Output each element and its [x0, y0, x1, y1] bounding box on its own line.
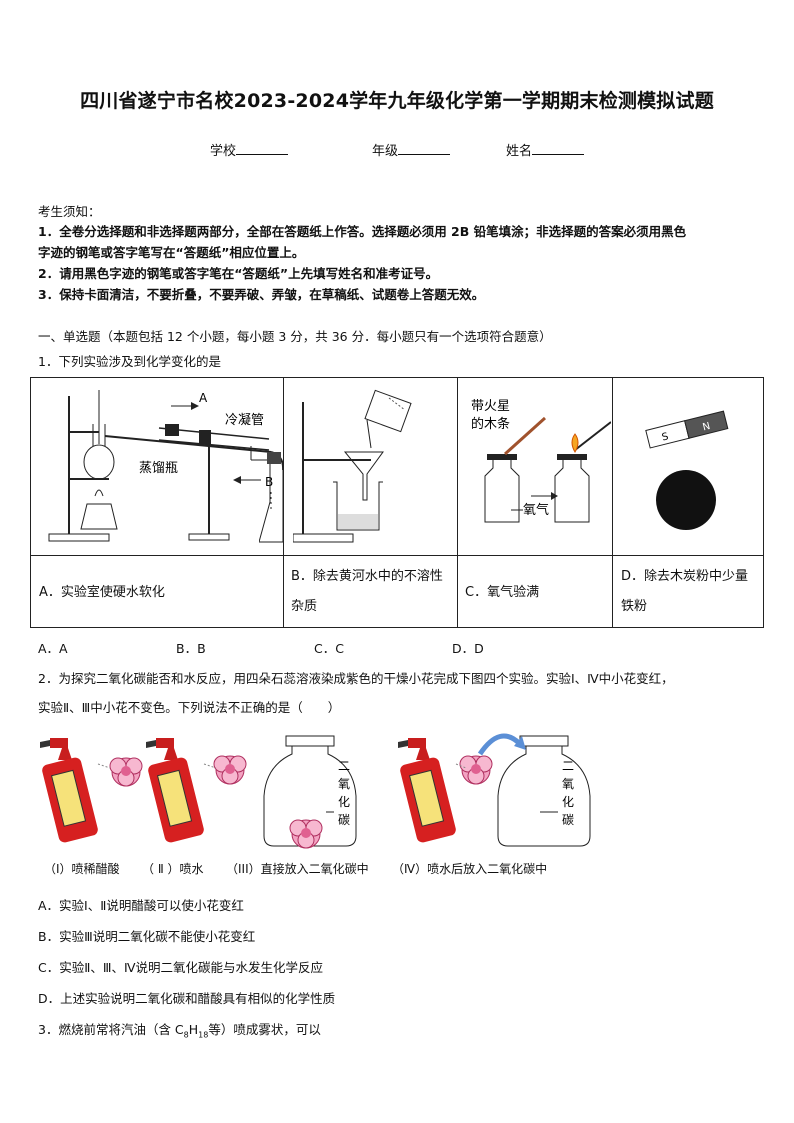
- label-flask: 蒸馏瓶: [139, 461, 178, 476]
- magnet-n-label: N: [702, 421, 712, 433]
- q2-caption-2: （ Ⅱ ）喷水: [142, 862, 204, 876]
- move-arrow-icon: [477, 733, 526, 756]
- q2-caption-3: （III）直接放入二氧化碳中: [226, 862, 369, 876]
- label-b: B: [265, 475, 273, 489]
- svg-text:碳: 碳: [562, 813, 574, 827]
- school-field[interactable]: 学校: [210, 140, 289, 159]
- q1-option-b[interactable]: B．B: [176, 641, 206, 656]
- jar-2-co2-char: 二: [562, 759, 574, 773]
- notice-item: 2．请用黑色字迹的钢笔或答字笔在“答题纸”上先填写姓名和准考证号。: [38, 266, 439, 281]
- label-condenser: 冷凝管: [225, 412, 264, 428]
- oxygen-test-figure: 带火星 的木条 氧气: [471, 399, 611, 523]
- q2-option-a[interactable]: A．实验Ⅰ、Ⅱ说明醋酸可以使小花变红: [38, 898, 244, 913]
- q2-caption-4: （Ⅳ）喷水后放入二氧化碳中: [392, 862, 548, 876]
- q2-caption-1: （I）喷稀醋酸: [44, 862, 120, 876]
- section-heading: 一、单选题（本题包括 12 个小题，每小题 3 分，共 36 分．每小题只有一个…: [38, 329, 552, 344]
- q2-option-b[interactable]: B．实验Ⅲ说明二氧化碳不能使小花变红: [38, 929, 256, 944]
- q1-cell-c: C．氧气验满: [465, 585, 540, 600]
- receiving-flask: [259, 452, 284, 543]
- notice-item: 1．全卷分选择题和非选择题两部分，全部在答题纸上作答。选择题必须用 2B 铅笔填…: [38, 224, 687, 239]
- notice-heading: 考生须知：: [38, 204, 101, 219]
- q1-option-d[interactable]: D．D: [452, 641, 484, 656]
- svg-text:碳: 碳: [338, 813, 350, 827]
- distillation-apparatus-figure: A 冷凝管 蒸馏瓶 B: [48, 390, 283, 542]
- label-glowing-stick: 带火星: [471, 399, 510, 414]
- svg-text:的木条: 的木条: [471, 416, 510, 432]
- page-title: 四川省遂宁市名校2023-2024学年九年级化学第一学期期末检测模拟试题: [80, 90, 714, 112]
- q1-cell-a: A．实验室使硬水软化: [39, 585, 165, 600]
- jar-1-co2-char: 二: [338, 759, 350, 773]
- svg-text:氧: 氧: [562, 777, 574, 791]
- filtration-apparatus-figure: [293, 389, 412, 543]
- label-a: A: [199, 391, 208, 405]
- q2-option-d[interactable]: D．上述实验说明二氧化碳和醋酸具有相似的化学性质: [38, 991, 336, 1006]
- grade-field[interactable]: 年级: [372, 140, 451, 159]
- q1-option-c[interactable]: C．C: [314, 641, 344, 656]
- notice-item: 3．保持卡面清洁，不要折叠，不要弄破、弄皱，在草稿纸、试题卷上答题无效。: [38, 287, 485, 302]
- q1-cell-d: D．除去木炭粉中少量: [621, 569, 749, 584]
- charcoal-powder: [656, 470, 716, 530]
- svg-text:化: 化: [338, 795, 350, 809]
- question-2-stem: 2．为探究二氧化碳能否和水反应，用四朵石蕊溶液染成紫色的干燥小花完成下图四个实验…: [38, 671, 674, 686]
- magnet-charcoal-figure: S N: [645, 410, 729, 530]
- question-1-stem: 1．下列实验涉及到化学变化的是: [38, 354, 221, 369]
- q1-option-a[interactable]: A．A: [38, 641, 68, 656]
- q1-table: A 冷凝管 蒸馏瓶 B 带火星 的木条 氧气: [30, 377, 764, 628]
- q1-cell-b: B．除去黄河水中的不溶性: [291, 569, 443, 584]
- notice-item: 字迹的钢笔或答字笔写在“答题纸”相应位置上。: [38, 245, 305, 260]
- svg-text:化: 化: [562, 795, 574, 809]
- label-oxygen: 氧气: [523, 502, 549, 518]
- magnet-s-label: S: [661, 431, 670, 443]
- q2-option-c[interactable]: C．实验Ⅱ、Ⅲ、Ⅳ说明二氧化碳能与水发生化学反应: [38, 960, 324, 975]
- name-field[interactable]: 姓名: [506, 140, 585, 159]
- question-3-stem: 3．燃烧前常将汽油（含 C8H18等）喷成雾状，可以: [38, 1022, 321, 1040]
- svg-text:氧: 氧: [338, 777, 350, 791]
- q2-experiment-figure: 二 氧 化 碳 二 氧 化 碳: [39, 735, 591, 849]
